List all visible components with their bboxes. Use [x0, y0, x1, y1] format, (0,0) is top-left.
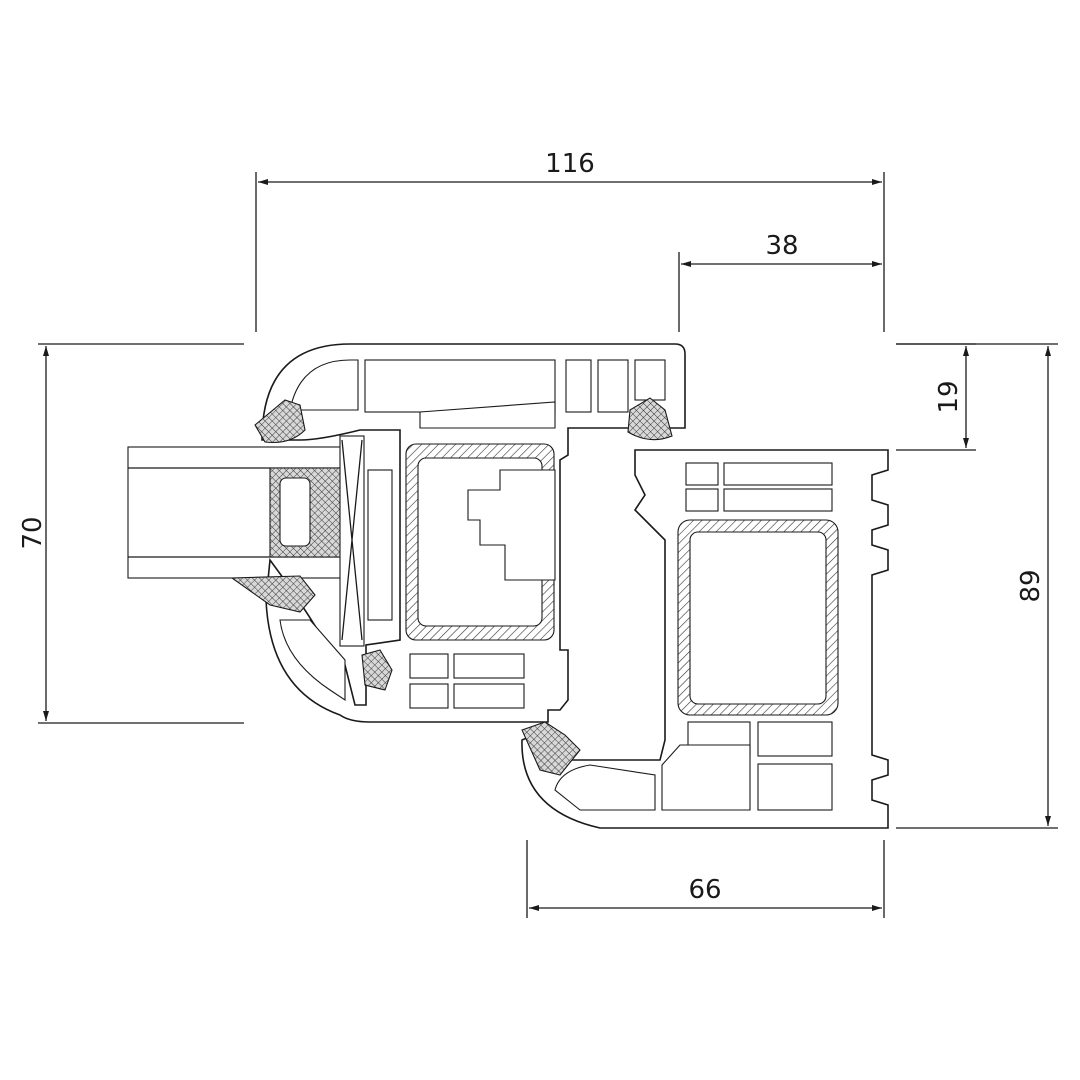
frame-profile — [521, 449, 889, 829]
dimension-label-19: 19 — [934, 380, 964, 413]
dimension-70: 70 — [18, 343, 244, 724]
dimension-label-38: 38 — [765, 231, 798, 261]
dimension-label-89: 89 — [1016, 569, 1046, 602]
dimension-label-116: 116 — [545, 149, 595, 179]
dimension-66: 66 — [526, 840, 885, 918]
sash-profile — [230, 343, 686, 723]
glazing-unit — [127, 435, 365, 647]
dimension-38: 38 — [678, 231, 882, 332]
dimension-116: 116 — [255, 149, 885, 332]
dimension-label-66: 66 — [688, 875, 721, 905]
dimension-19: 19 — [896, 343, 976, 451]
dimension-label-70: 70 — [18, 516, 48, 549]
dimension-89: 89 — [896, 343, 1058, 829]
